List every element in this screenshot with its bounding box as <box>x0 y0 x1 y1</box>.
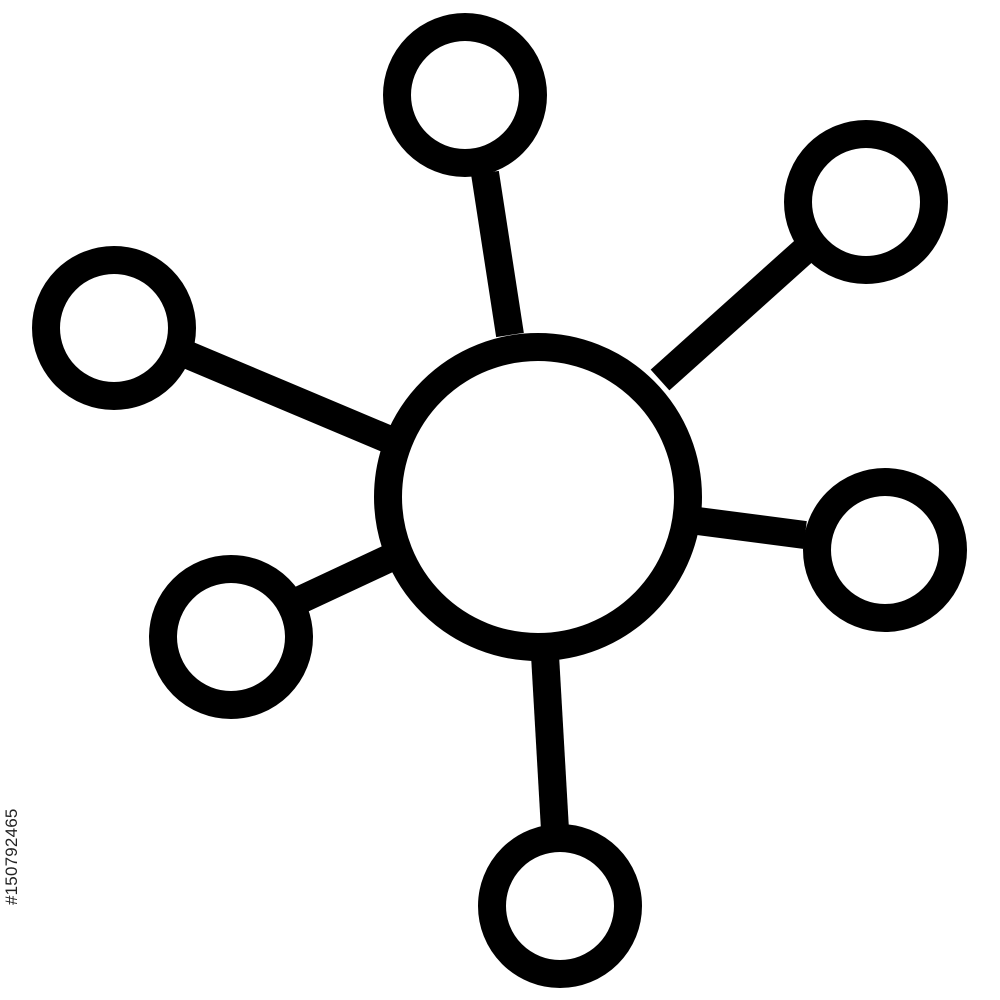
spoke-bottom <box>531 654 569 831</box>
spoke-top <box>471 170 524 338</box>
stock-id-label: #150792465 <box>2 808 21 905</box>
node-bottom <box>478 824 642 988</box>
node-right <box>803 468 967 632</box>
hub-node <box>374 333 702 661</box>
node-top-right <box>784 120 948 284</box>
node-top <box>383 13 547 177</box>
spoke-right <box>688 506 807 549</box>
spoke-bottom-left <box>294 545 396 613</box>
spoke-left <box>182 342 396 453</box>
spoke-top-right <box>650 239 815 391</box>
node-bottom-left <box>149 555 313 719</box>
node-left <box>32 246 196 410</box>
